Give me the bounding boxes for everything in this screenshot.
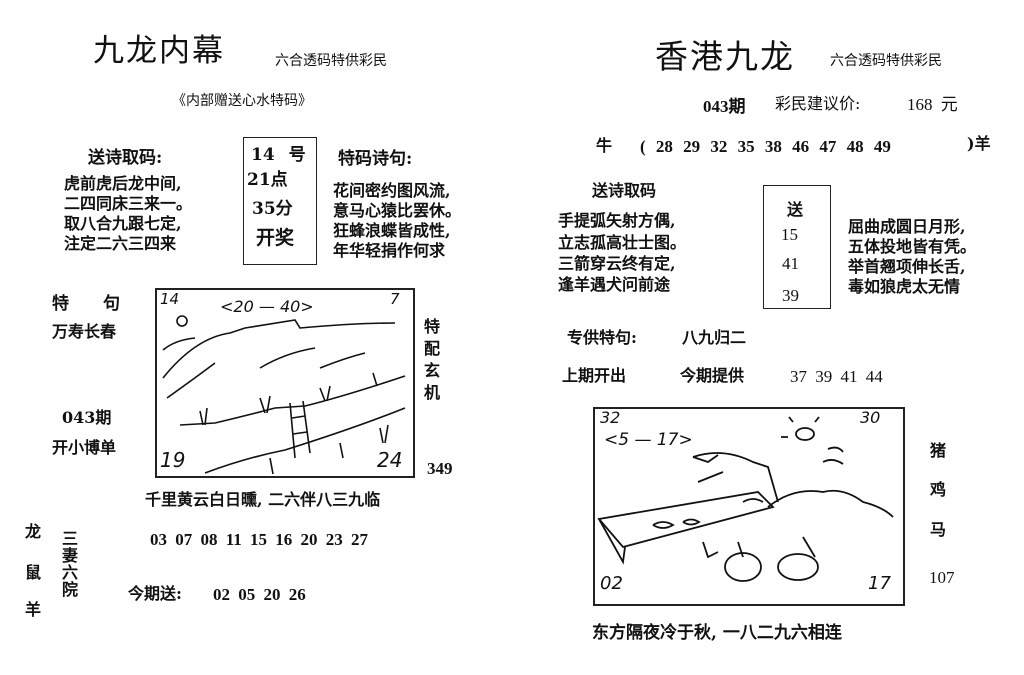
price-label: 彩民建议价: (775, 94, 861, 113)
right-sketch-drawing (597, 416, 894, 582)
left-side-number: 349 (427, 459, 453, 478)
special-heading: 特 句 (52, 294, 120, 314)
zodiac-item: 鼠 (25, 563, 42, 582)
poem-line: 虎前虎后龙中间, (64, 174, 182, 193)
side-zodiac-item: 鸡 (930, 480, 947, 499)
sketch-label: 14 (160, 290, 180, 308)
left-banner: 《内部赠送心水特码》 (172, 93, 312, 109)
sketch-label: 30 (860, 408, 881, 427)
draw-box-line: 开奖 (256, 227, 295, 249)
right-title: 香港九龙 (655, 37, 795, 76)
zodiac-start: 牛 (596, 136, 613, 155)
send-box (763, 185, 831, 309)
left-title: 九龙内幕 (93, 33, 225, 69)
poem-line: 逢羊遇犬问前途 (558, 275, 671, 294)
today-numbers: 02 05 20 26 (213, 585, 306, 604)
sketch-label: 02 (600, 573, 623, 594)
idiom-vertical: 三妻六院 (59, 530, 78, 598)
left-issue: 043期 (62, 408, 112, 427)
last-label: 上期开出 (562, 366, 627, 385)
special-value: 八九归二 (682, 328, 747, 347)
left-poem1-heading: 送诗取码: (88, 148, 163, 168)
poem-line: 手提弧矢射方偶, (558, 211, 676, 230)
zodiac-end: )羊 (967, 134, 991, 153)
side-zodiac-item: 猪 (930, 441, 947, 460)
provide-numbers: 37 39 41 44 (790, 367, 883, 386)
provide-label: 今期提供 (680, 366, 745, 385)
draw-time-box (243, 137, 317, 265)
poem-line: 年华轻捐作何求 (333, 241, 446, 260)
special-phrase: 万寿长春 (52, 322, 117, 341)
left-verse: 千里黄云白日曛, 二六伴八三九临 (145, 490, 381, 509)
poem-line: 立志孤高壮士图。 (558, 233, 687, 252)
side-zodiac-item: 马 (930, 520, 947, 539)
send-box-line: 送 (787, 200, 804, 219)
right-side-number: 107 (929, 568, 955, 587)
issue-note: 开小博单 (52, 438, 117, 457)
zodiac-item: 羊 (25, 600, 42, 619)
left-sketch (155, 288, 415, 478)
right-issue: 043期 (703, 97, 746, 116)
right-subtitle: 六合透码特供彩民 (830, 53, 942, 69)
left-subtitle: 六合透码特供彩民 (275, 53, 387, 69)
send-box-line: 41 (782, 254, 799, 273)
send-box-line: 15 (781, 225, 798, 244)
poem-line: 取八合九跟七定, (64, 214, 182, 233)
poem-line: 注定二六三四来 (64, 234, 177, 253)
left-poem2-heading: 特码诗句: (338, 149, 413, 169)
draw-box-line: 14 号 (251, 145, 306, 165)
side-vertical: 特配玄机 (421, 318, 440, 406)
sketch-label: 17 (868, 573, 891, 594)
draw-box-line: 21点 (247, 170, 288, 190)
poem-line: 屈曲成圆日月形, (848, 217, 966, 236)
poem-line: 二四同床三来一。 (64, 194, 193, 213)
right-sketch (593, 407, 905, 606)
poem-line: 狂蜂浪蝶皆成性, (333, 221, 451, 240)
poem-line: 举首翘项伸长舌, (848, 257, 966, 276)
right-verse: 东方隔夜冷于秋, 一八二九六相连 (592, 623, 842, 643)
poem-line: 五体投地皆有凭。 (848, 237, 977, 256)
sketch-label: <5 — 17> (604, 430, 693, 450)
special-label: 专供特句: (567, 328, 637, 347)
zodiac-item: 龙 (25, 522, 42, 541)
poem-line: 三箭穿云终有定, (558, 254, 676, 273)
sketch-label: 32 (600, 408, 621, 427)
sketch-label: 19 (160, 448, 186, 472)
draw-box-line: 35分 (252, 199, 293, 219)
sketch-label: <20 — 40> (220, 297, 314, 316)
send-box-line: 39 (782, 286, 799, 305)
zodiac-numbers: ( 28 29 32 35 38 46 47 48 49 (640, 137, 891, 156)
poem-line: 花间密约图风流, (333, 181, 451, 200)
left-sketch-drawing (162, 315, 406, 475)
sketch-label: 7 (390, 290, 400, 308)
poem-line: 意马心猿比罢休。 (333, 201, 462, 220)
today-label: 今期送: (128, 584, 182, 603)
poem-line: 毒如狼虎太无情 (848, 277, 961, 296)
right-poem-heading: 送诗取码 (592, 181, 657, 200)
left-numbers: 03 07 08 11 15 16 20 23 27 (150, 530, 369, 549)
price: 168 元 (907, 95, 958, 114)
sketch-label: 24 (377, 448, 403, 472)
